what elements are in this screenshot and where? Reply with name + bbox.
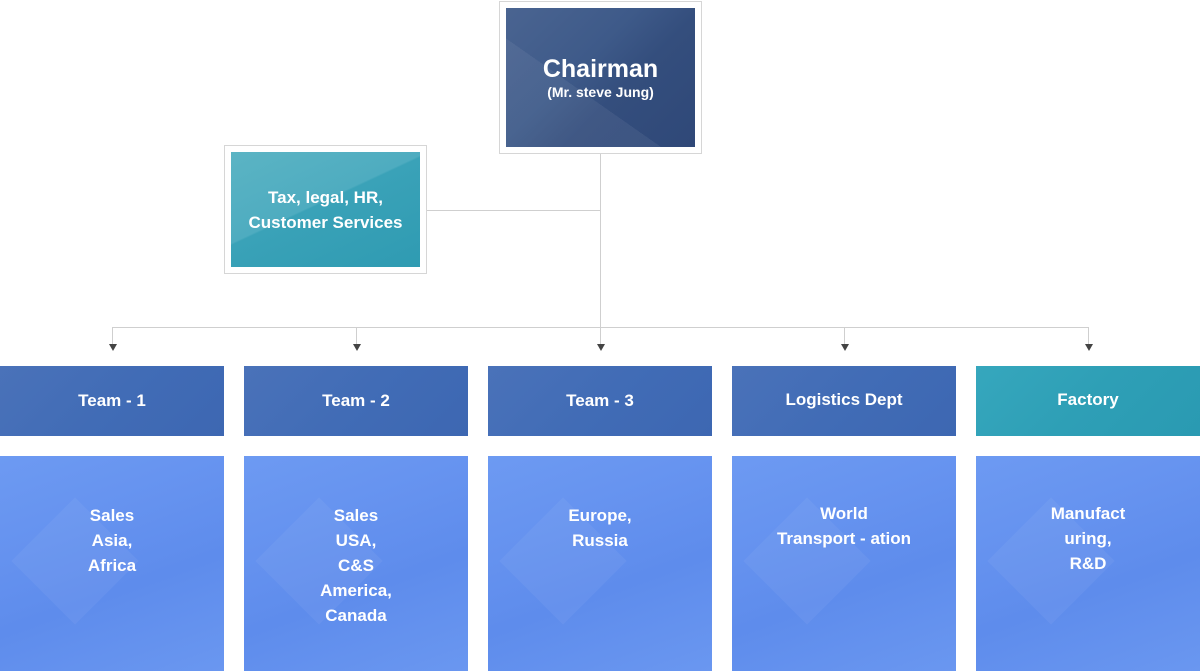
connector-drop-4 <box>844 327 845 345</box>
factory-header[interactable]: Factory <box>976 366 1200 436</box>
staff-label: Tax, legal, HR, Customer Services <box>248 187 403 232</box>
logistics-header[interactable]: Logistics Dept <box>732 366 956 436</box>
team-3-body: Europe, Russia <box>488 456 712 671</box>
staff-node[interactable]: Tax, legal, HR, Customer Services <box>224 145 427 274</box>
chairman-box: Chairman (Mr. steve Jung) <box>506 8 695 147</box>
logistics-body: World Transport - ation <box>732 456 956 671</box>
arrow-down-icon <box>597 344 605 351</box>
arrow-down-icon <box>1085 344 1093 351</box>
team-2-header[interactable]: Team - 2 <box>244 366 468 436</box>
staff-box: Tax, legal, HR, Customer Services <box>231 152 420 267</box>
connector-staff <box>427 210 600 211</box>
logistics-description: World Transport - ation <box>776 504 912 548</box>
team-2-body: Sales USA, C&S America, Canada <box>244 456 468 671</box>
connector-drop-2 <box>356 327 357 345</box>
chairman-subtitle: (Mr. steve Jung) <box>547 83 654 100</box>
connector-drop-3 <box>600 327 601 345</box>
team-2-description: Sales USA, C&S America, Canada <box>320 506 392 625</box>
team-3-header[interactable]: Team - 3 <box>488 366 712 436</box>
connector-drop-1 <box>112 327 113 345</box>
connector-chairman-down <box>600 154 601 328</box>
team-1-description: Sales Asia, Africa <box>87 506 137 575</box>
arrow-down-icon <box>353 344 361 351</box>
arrow-down-icon <box>841 344 849 351</box>
chairman-title: Chairman <box>542 54 659 83</box>
factory-description: Manufact uring, R&D <box>1050 504 1126 573</box>
arrow-down-icon <box>109 344 117 351</box>
chairman-node[interactable]: Chairman (Mr. steve Jung) <box>499 1 702 154</box>
team-3-description: Europe, Russia <box>568 506 632 550</box>
team-1-header[interactable]: Team - 1 <box>0 366 224 436</box>
factory-body: Manufact uring, R&D <box>976 456 1200 671</box>
team-1-body: Sales Asia, Africa <box>0 456 224 671</box>
connector-drop-5 <box>1088 327 1089 345</box>
